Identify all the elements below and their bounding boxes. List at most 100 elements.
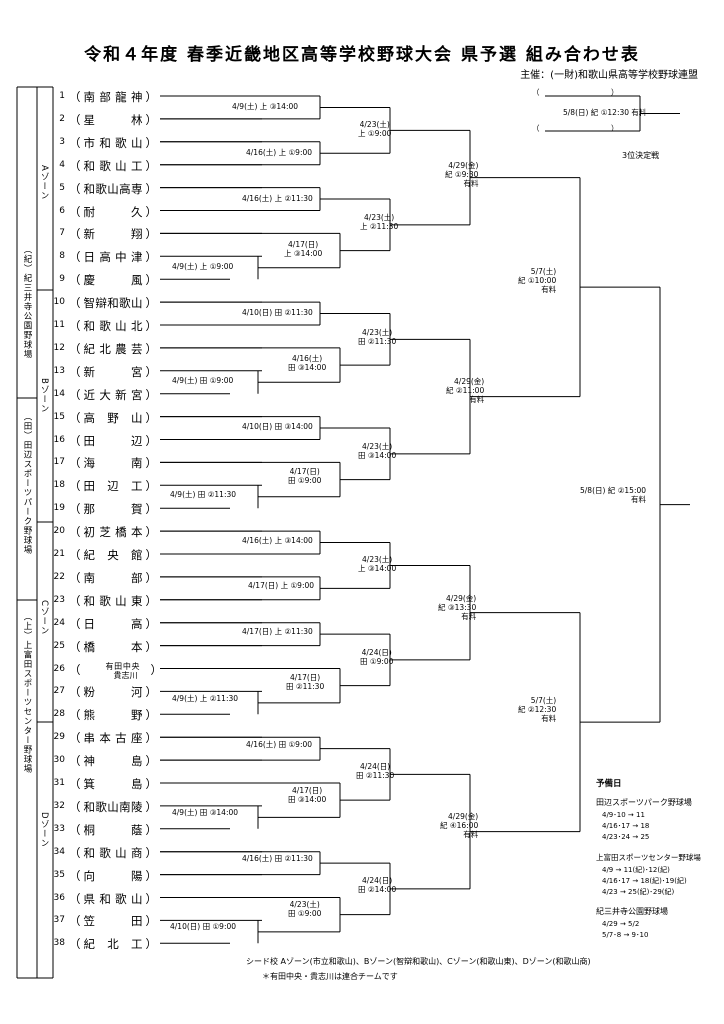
team-number: 1 <box>59 91 65 101</box>
bracket-paren: ） <box>145 364 158 379</box>
bracket-paren: ） <box>145 433 158 448</box>
team-name: 海南 <box>83 456 143 471</box>
team-name: 紀北農芸 <box>83 341 143 356</box>
reserve-kinokawa-line: 4/29 → 5/2 <box>602 920 640 928</box>
team-name: 和歌山工 <box>83 158 143 173</box>
bracket-paren: （ <box>69 479 81 494</box>
game-label: 4/16(土) 上 ③14:00 <box>242 536 313 545</box>
reserve-tanabe-title: 田辺スポーツパーク野球場 <box>596 798 692 807</box>
reserve-tanabe-line: 4/23･24 → 25 <box>602 833 650 841</box>
team-name: 紀北工 <box>83 937 143 952</box>
team-name: 慶風 <box>83 273 143 288</box>
bracket-paren: ） <box>145 90 158 104</box>
bracket-paren: ） <box>145 754 158 769</box>
team-number: 8 <box>59 251 65 262</box>
reserve-kinokawa-line: 5/7･8 → 9･10 <box>602 931 649 939</box>
team-name: 日高 <box>83 616 143 631</box>
team-name: 那賀 <box>83 502 143 517</box>
team-name: 熊野 <box>83 708 143 723</box>
reserve-kamitonda-line: 4/16･17 → 18(紀)･19(紀) <box>602 877 687 885</box>
bracket-paren: （ <box>69 227 81 242</box>
bracket-paren: （ <box>69 502 81 517</box>
team-name: 田辺工 <box>83 479 143 494</box>
team-row: （耐久） <box>69 204 157 220</box>
team-name: 南部龍神 <box>83 90 143 104</box>
bracket-paren: ） <box>145 341 158 356</box>
reserve-kamitonda-line: 4/23 → 25(紀)･29(紀) <box>602 888 675 896</box>
bracket-paren: ） <box>145 593 158 608</box>
team-name: 箕島 <box>83 777 143 791</box>
reserve-kamitonda-line: 4/9 → 11(紀)･12(紀) <box>602 866 670 874</box>
team-name: 和歌山商 <box>83 845 143 860</box>
team-row: （和歌山北） <box>69 318 157 334</box>
bracket-paren: （ <box>69 777 81 791</box>
game-label-pair: 4/17(日)田 ②11:30 <box>286 673 325 691</box>
team-number: 22 <box>53 571 65 582</box>
team-name: 新宮 <box>83 364 143 379</box>
team-row: （新翔） <box>69 226 157 242</box>
bracket-paren: ） <box>145 548 158 562</box>
team-row: （海南） <box>69 455 157 471</box>
team-row: （和歌山工） <box>69 158 157 174</box>
team-row: （和歌山高専） <box>69 181 157 197</box>
bracket-paren: （ <box>69 914 81 929</box>
team-number: 27 <box>53 686 65 697</box>
bracket-paren: （ <box>69 937 81 952</box>
bracket-paren: ） <box>145 456 158 471</box>
team-name: 新翔 <box>83 227 143 242</box>
game-label-pair: 4/24(日)田 ②11:30 <box>356 762 395 780</box>
team-number: 35 <box>53 869 65 880</box>
bracket-paren: （ <box>69 891 81 906</box>
team-row: （橋本） <box>69 639 157 655</box>
team-number: 23 <box>53 594 65 605</box>
team-number: 29 <box>53 732 65 743</box>
team-name: 向陽 <box>83 868 143 883</box>
team-row: （紀北工） <box>69 936 157 952</box>
team-number: 30 <box>53 755 65 766</box>
bracket-paren: （ <box>69 296 81 311</box>
third-place-label: 3位決定戦 <box>622 151 660 160</box>
game-label-pair: 4/17(日)田 ③14:00 <box>288 786 327 804</box>
game-label: 4/10(日) 田 ③14:00 <box>242 422 313 431</box>
team-row: （新宮） <box>69 364 157 380</box>
reserve-tanabe-line: 4/9･10 → 11 <box>602 811 645 819</box>
team-row: （笠田） <box>69 913 157 929</box>
team-row: （和歌山商） <box>69 845 157 861</box>
team-number: 21 <box>53 549 65 559</box>
bracket-paren: （ <box>69 204 81 219</box>
bracket-paren: （ <box>69 525 81 540</box>
team-name: 和歌山南陵 <box>83 799 143 814</box>
team-row: （南部） <box>69 570 157 586</box>
bracket-paren: ） <box>145 891 158 906</box>
team-row: （有田中央貴志川） <box>69 662 162 680</box>
team-row: （日高中津） <box>69 249 157 265</box>
bracket-paren: （ <box>69 387 81 402</box>
team-name: 高野山 <box>83 410 143 425</box>
bracket-paren: （ <box>69 799 81 814</box>
bracket-paren: （ <box>69 319 81 333</box>
bracket-paren: （ <box>69 708 81 723</box>
bracket-paren: ） <box>145 639 158 654</box>
bracket-paren: ） <box>145 158 158 173</box>
team-name: 耐久 <box>83 204 143 219</box>
team-number: 4 <box>59 159 65 170</box>
seed-teams-note: シード校 Aゾーン(市立和歌山)、Bゾーン(智辯和歌山)、Cゾーン(和歌山東)、… <box>246 957 591 966</box>
team-row: （南部龍神） <box>69 89 157 105</box>
team-number: 2 <box>59 113 65 124</box>
team-number: 14 <box>53 388 65 399</box>
game-label: 4/17(日) 上 ②11:30 <box>242 627 313 636</box>
game-label-pair: 4/17(日)上 ③14:00 <box>284 240 323 258</box>
reserve-kinokawa-title: 紀三井寺公園野球場 <box>596 907 668 916</box>
team-number: 7 <box>59 228 65 239</box>
team-name: 和歌山東 <box>83 593 143 608</box>
zone-b-label: Bゾーン <box>39 378 49 414</box>
game-label: 4/16(土) 田 ②11:30 <box>242 854 313 863</box>
game-label: 4/9(土) 田 ①9:00 <box>172 376 234 385</box>
team-number: 34 <box>53 846 65 857</box>
team-name-combined: 有田中央貴志川 <box>81 662 151 680</box>
team-name: 紀央館 <box>83 548 143 562</box>
team-row: （田辺工） <box>69 478 157 494</box>
